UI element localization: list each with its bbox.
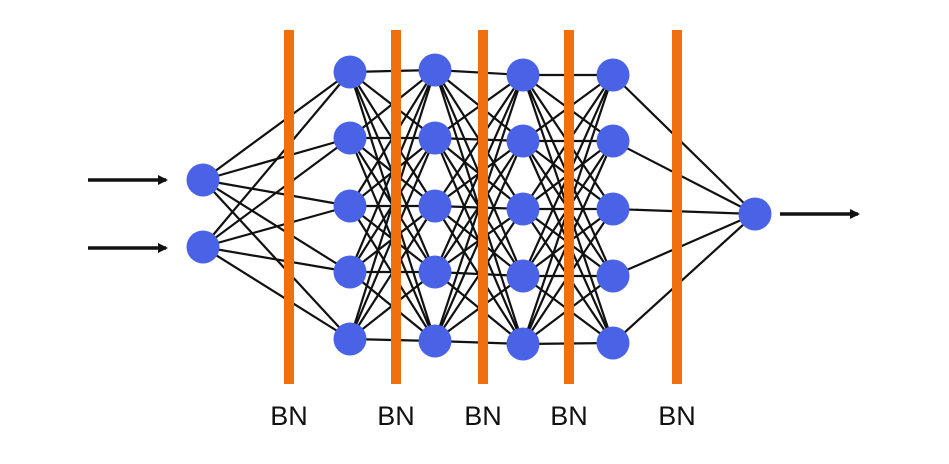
neuron-hidden-4-4 — [596, 259, 630, 293]
connection-l5-1-1 — [611, 73, 757, 216]
bn-label-4: BN — [550, 401, 588, 431]
neuron-hidden-2-2 — [418, 121, 452, 155]
bn-label-2: BN — [377, 401, 415, 431]
neuron-input-2 — [186, 230, 220, 264]
bn-bar-1 — [284, 30, 294, 384]
neuron-hidden-2-3 — [418, 189, 452, 223]
neuron-hidden-2-1 — [418, 53, 452, 87]
neuron-hidden-3-1 — [506, 58, 540, 92]
bn-labels-group: BN BN BN BN BN — [270, 401, 696, 431]
neuron-output-1 — [738, 197, 772, 231]
connection-l5-4-1 — [611, 212, 757, 278]
connection-l5-2-1 — [611, 139, 757, 216]
bn-bar-3 — [478, 30, 488, 384]
connection-l1-1-1 — [201, 70, 352, 182]
neuron-hidden-2-4 — [418, 255, 452, 289]
neuron-hidden-4-5 — [596, 326, 630, 360]
connection-l5-5-1 — [611, 212, 757, 345]
arrows-group — [88, 175, 860, 253]
connection-l1-2-5 — [201, 245, 352, 341]
connection-l1-2-1 — [201, 70, 352, 249]
batch-norm-bars-group — [284, 30, 682, 384]
neuron-hidden-3-4 — [506, 259, 540, 293]
bn-bar-4 — [564, 30, 574, 384]
neuron-hidden-4-2 — [596, 124, 630, 158]
neuron-hidden-3-2 — [506, 124, 540, 158]
bn-bar-2 — [391, 30, 401, 384]
neuron-input-1 — [186, 163, 220, 197]
connection-l5-3-1 — [611, 207, 757, 216]
neuron-hidden-1-1 — [333, 55, 367, 89]
neuron-hidden-4-1 — [596, 58, 630, 92]
bn-bar-5 — [672, 30, 682, 384]
connection-l1-2-2 — [201, 136, 352, 249]
neuron-hidden-1-3 — [333, 189, 367, 223]
neuron-hidden-1-5 — [333, 322, 367, 356]
neuron-hidden-1-2 — [333, 121, 367, 155]
neuron-hidden-1-4 — [333, 255, 367, 289]
neuron-hidden-3-5 — [506, 327, 540, 361]
connection-l1-2-4 — [201, 245, 352, 274]
bn-label-5: BN — [658, 401, 696, 431]
neurons-group — [186, 53, 772, 361]
neuron-hidden-2-5 — [418, 324, 452, 358]
bn-label-3: BN — [464, 401, 502, 431]
connection-l1-2-3 — [201, 204, 352, 249]
bn-label-1: BN — [270, 401, 308, 431]
neuron-hidden-4-3 — [596, 192, 630, 226]
neuron-hidden-3-3 — [506, 192, 540, 226]
